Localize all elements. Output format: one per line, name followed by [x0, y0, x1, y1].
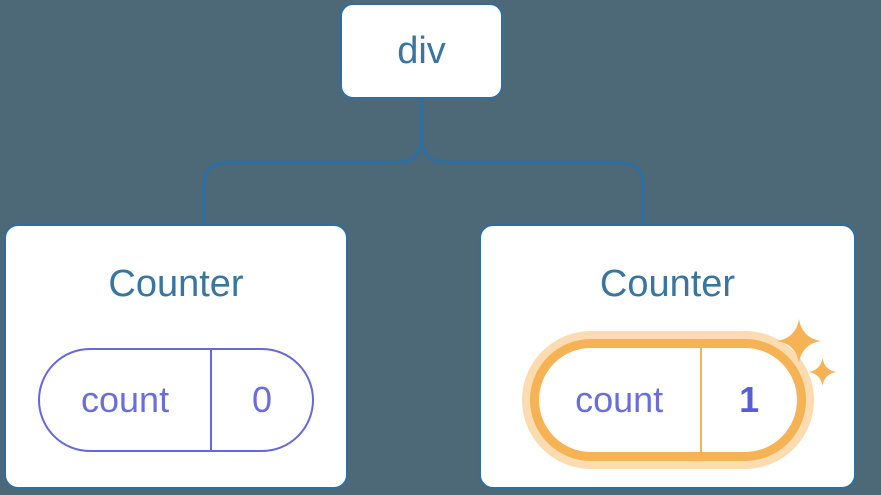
state-value: 0 — [252, 379, 273, 420]
state-value: 1 — [739, 379, 760, 420]
counter-title: Counter — [599, 263, 736, 305]
state-pill: count 0 — [38, 348, 314, 452]
state-key: count — [40, 350, 213, 450]
sparkle-small — [808, 358, 837, 385]
root-node-div: div — [340, 3, 503, 99]
counter-card-left: Counter count 0 — [4, 224, 348, 489]
connector-right-branch — [419, 136, 645, 226]
root-node-label: div — [397, 29, 446, 72]
counter-title: Counter — [108, 263, 244, 305]
state-pill-highlighted: count 1 — [529, 339, 806, 461]
state-key: count — [539, 348, 702, 452]
connector-left-branch — [202, 136, 424, 226]
counter-card-right: Counter count 1 — [479, 224, 856, 489]
